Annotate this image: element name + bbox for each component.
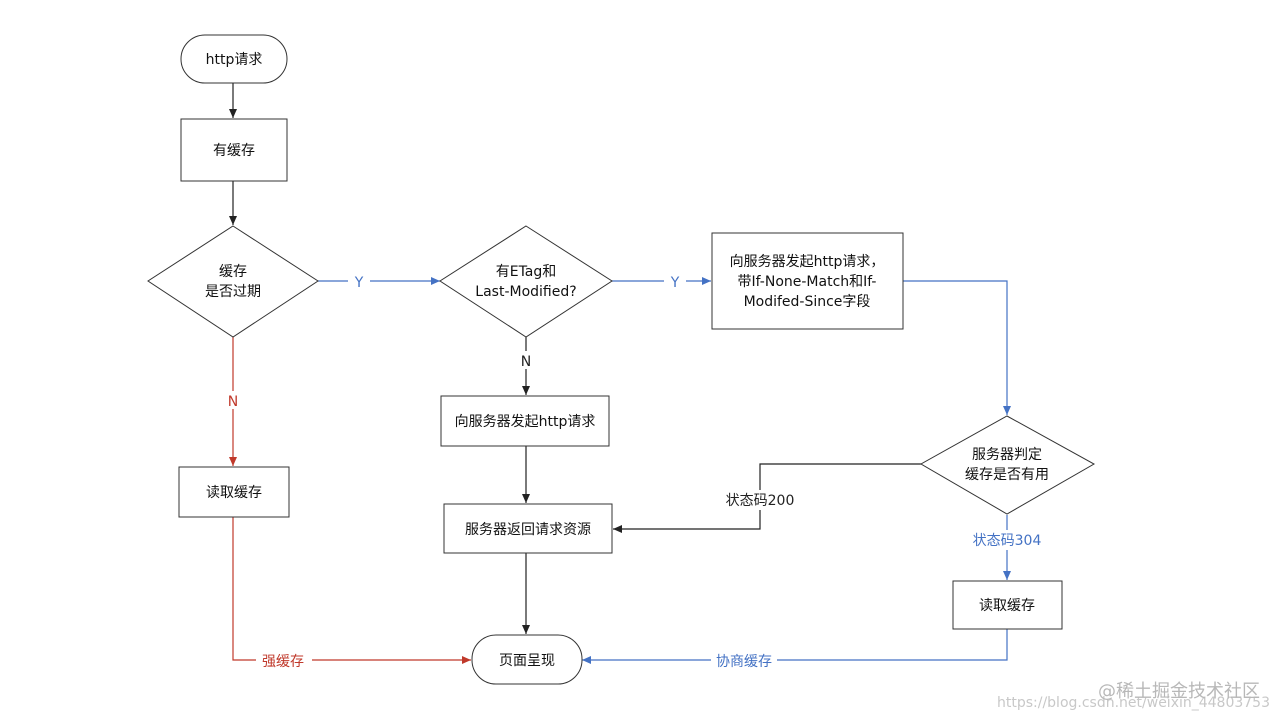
node-send-request: 向服务器发起http请求 <box>440 395 610 447</box>
node-label-line: 服务器返回请求资源 <box>465 522 591 538</box>
edge-label-n-etag: N <box>521 354 531 370</box>
node-label-line: 缓存 <box>219 264 247 280</box>
node-request-with-headers: 向服务器发起http请求， 带If-None-Match和If- Modifed-S… <box>711 232 904 330</box>
svg-text:读取缓存: 读取缓存 <box>206 484 262 501</box>
edge-read-cache-to-render-strong <box>232 517 471 664</box>
svg-text:服务器返回请求资源: 服务器返回请求资源 <box>465 522 591 538</box>
node-label-line: 服务器判定 <box>972 447 1042 463</box>
svg-text:缓存是否过期: 缓存是否过期 <box>205 264 261 300</box>
svg-text:向服务器发起http请求: 向服务器发起http请求 <box>455 414 596 430</box>
node-page-render: 页面呈现 <box>471 634 583 685</box>
node-label-line: 有ETag和 <box>496 264 557 280</box>
watermark-brand: @稀土掘金技术社区 <box>1098 681 1260 702</box>
node-label-line: 页面呈现 <box>499 653 555 669</box>
edge-label-y-expired: Y <box>354 275 364 291</box>
node-label-line: 缓存是否有用 <box>965 467 1049 483</box>
node-start: http请求 <box>180 34 288 84</box>
node-label-line: http请求 <box>206 52 263 68</box>
node-label-line: 是否过期 <box>205 284 261 300</box>
node-label-line: 读取缓存 <box>206 484 262 501</box>
edge-label-status-304: 状态码304 <box>973 533 1042 549</box>
edge-label-strong-cache: 强缓存 <box>262 654 304 670</box>
edge-label-status-200: 状态码200 <box>726 493 795 509</box>
node-label-line: Modifed-Since字段 <box>744 294 871 310</box>
node-read-cache-negotiate: 读取缓存 <box>952 580 1063 630</box>
edge-label-negotiate-cache: 协商缓存 <box>716 654 772 670</box>
node-server-return-resource: 服务器返回请求资源 <box>443 503 613 554</box>
edge-read-cache-to-render-negotiate <box>582 629 1008 664</box>
node-label-line: 向服务器发起http请求， <box>730 254 885 270</box>
node-label-line: 读取缓存 <box>979 597 1035 614</box>
node-has-cache: 有缓存 <box>180 118 288 182</box>
svg-text:向服务器发起http请求，带If-None-Match和If: 向服务器发起http请求， 带If-None-Match和If- Modifed-S… <box>730 254 885 310</box>
edge-label-y-etag: Y <box>670 275 680 291</box>
node-label-line: 向服务器发起http请求 <box>455 414 596 430</box>
edge-request-headers-to-server-judge <box>903 280 1011 415</box>
node-label-line: 有缓存 <box>213 143 255 159</box>
node-read-cache-strong: 读取缓存 <box>178 466 290 518</box>
svg-text:读取缓存: 读取缓存 <box>979 597 1035 614</box>
node-label-line: 带If-None-Match和If- <box>738 274 877 290</box>
svg-text:服务器判定缓存是否有用: 服务器判定缓存是否有用 <box>965 447 1049 483</box>
watermark-url: https://blog.csdn.net/weixin_44803753 <box>997 695 1270 711</box>
edge-label-n-expired: N <box>228 394 238 410</box>
node-label-line: Last-Modified? <box>475 284 576 300</box>
svg-text:http请求: http请求 <box>206 52 263 68</box>
node-cache-expired-decision: 缓存是否过期 <box>147 225 319 338</box>
node-server-judge-decision: 服务器判定缓存是否有用 <box>919 415 1096 515</box>
node-etag-decision: 有ETag和 Last-Modified? <box>439 225 613 338</box>
svg-text:页面呈现: 页面呈现 <box>499 653 555 669</box>
svg-text:有缓存: 有缓存 <box>213 143 255 159</box>
